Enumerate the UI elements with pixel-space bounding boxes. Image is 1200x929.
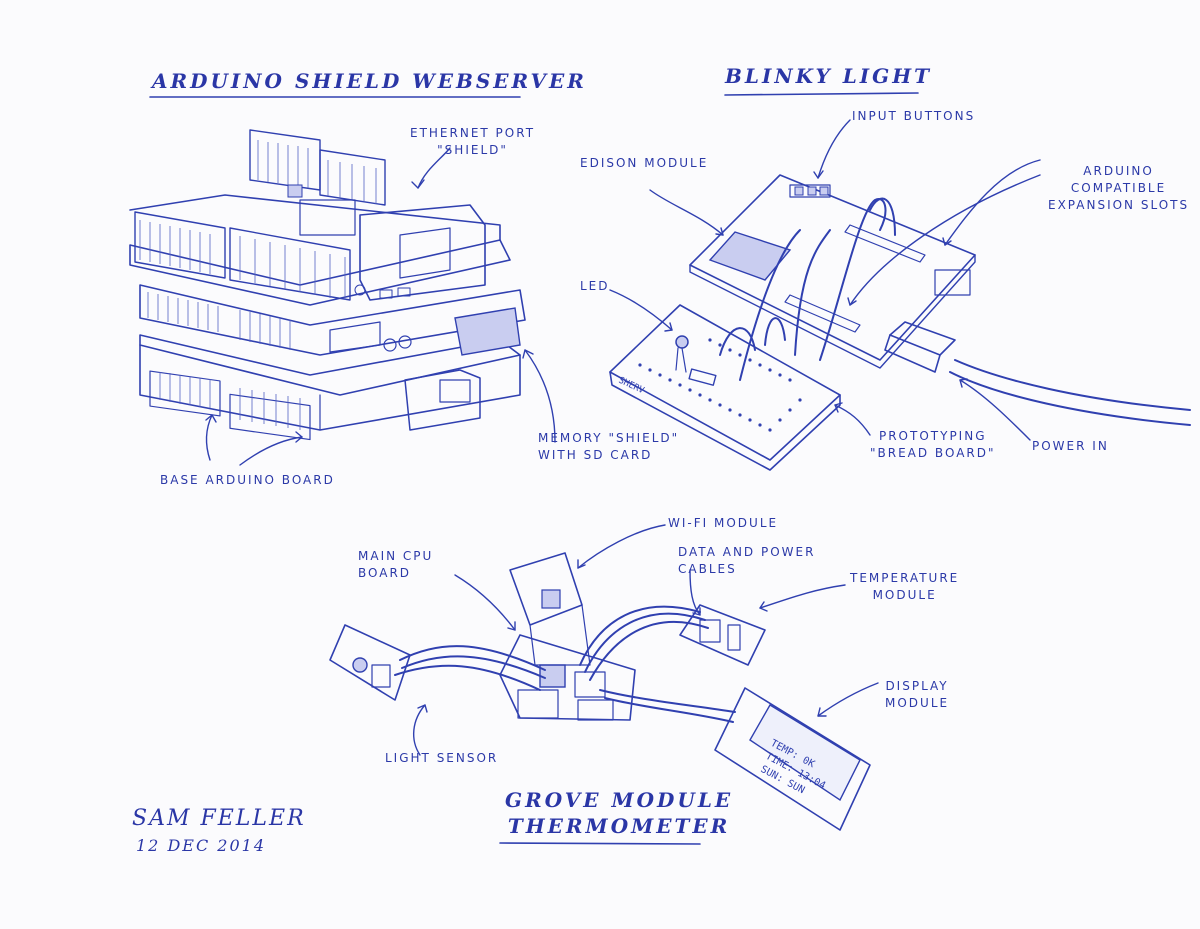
arduino-stack-drawing	[129, 129, 526, 441]
memory-shield-label: Memory "Shield" with SD Card	[538, 431, 680, 462]
signature-date: 12 Dec 2014	[136, 836, 266, 855]
signature-name: Sam Feller	[132, 806, 306, 831]
title-underlines	[149, 92, 919, 845]
temperature-module-label: Temperature Module	[850, 571, 960, 602]
display-module-label: Display Module	[885, 679, 950, 710]
grove-section-title: Grove Module Thermometer	[505, 788, 734, 838]
led-label: LED	[580, 279, 610, 293]
wifi-module-label: Wi-Fi Module	[668, 516, 779, 530]
blinky-section-title: Blinky Light	[725, 64, 932, 88]
main-cpu-label: Main CPU Board	[358, 549, 434, 580]
breadboard-print-text: SHERV	[617, 376, 646, 397]
grove-module-drawing: TEMP: 0K TIME: 13:04 SUN: SUN	[329, 552, 871, 831]
light-sensor-label: Light Sensor	[385, 751, 499, 765]
edison-module-label: Edison Module	[580, 156, 709, 170]
blinky-light-drawing: SHERV	[609, 174, 1191, 471]
ethernet-port-label: Ethernet Port "Shield"	[410, 126, 536, 157]
input-buttons-label: Input Buttons	[852, 109, 976, 123]
arduino-section-title: Arduino Shield Webserver	[152, 69, 587, 93]
leader-arrows	[205, 119, 1041, 756]
base-arduino-label: Base Arduino Board	[160, 473, 335, 487]
breadboard-label: Prototyping "Bread Board"	[870, 429, 996, 460]
cables-label: Data and Power Cables	[678, 545, 816, 576]
power-in-label: Power In	[1032, 439, 1109, 453]
expansion-slots-label: Arduino Compatible Expansion Slots	[1048, 164, 1190, 212]
